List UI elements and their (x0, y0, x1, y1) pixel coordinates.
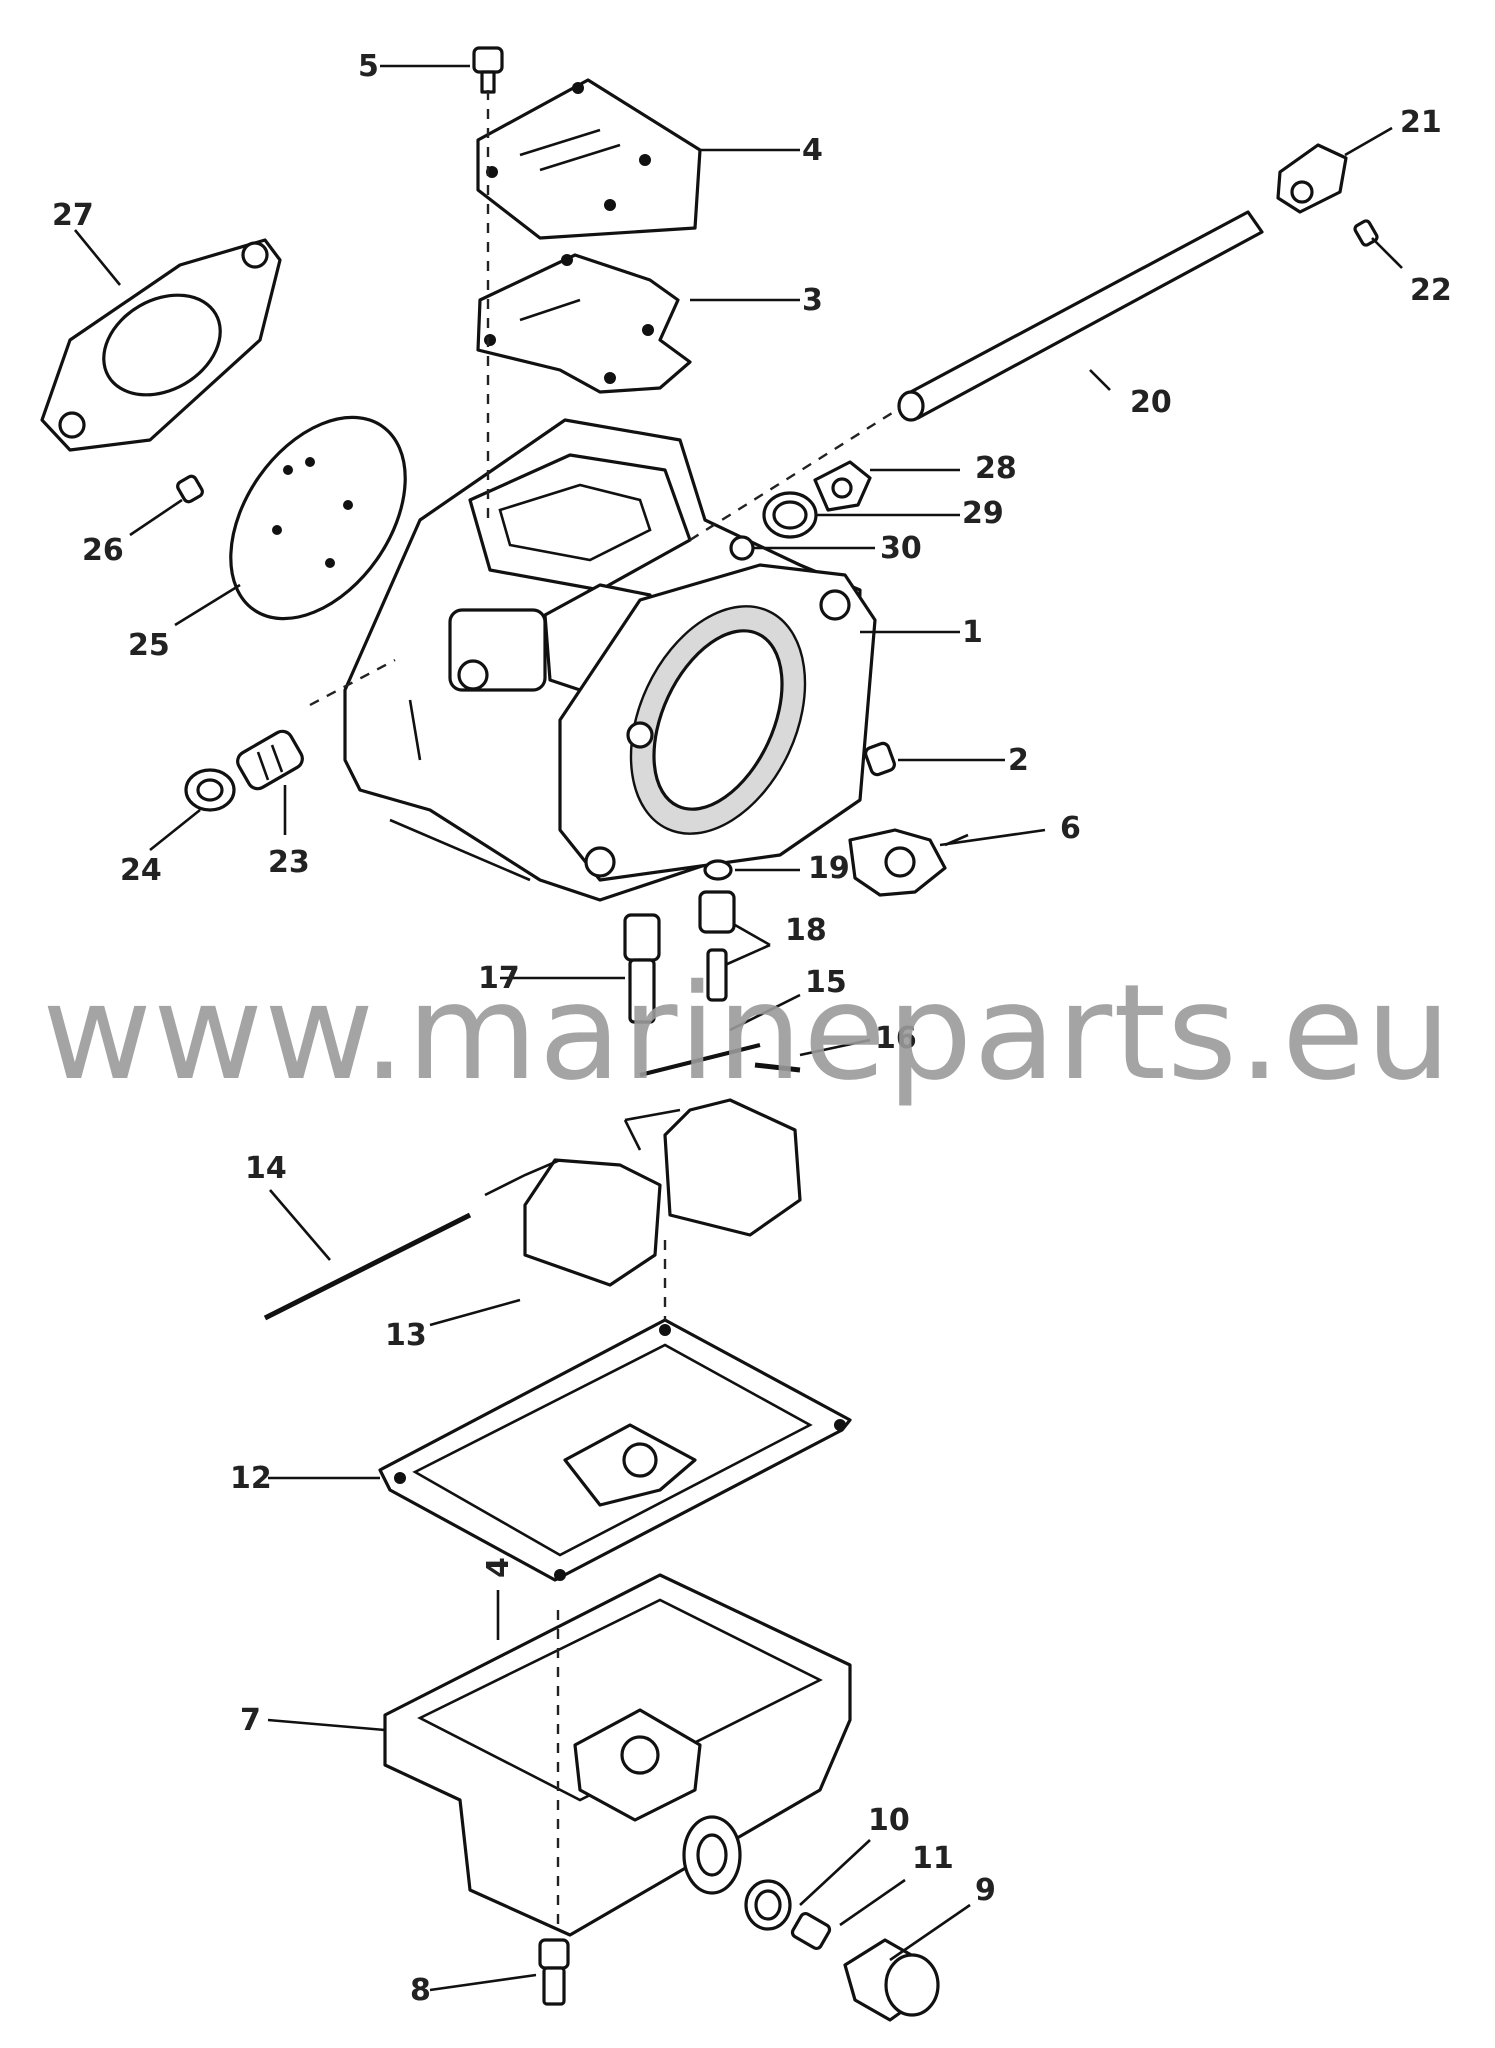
callout-9: 9 (975, 1873, 996, 1908)
part-1-carburetor-body (343, 418, 877, 902)
part-23-spring (236, 729, 304, 791)
callout-1: 1 (962, 615, 983, 650)
part-28-fitting (813, 460, 872, 512)
callout-4: 4 (802, 133, 823, 168)
callout-12: 12 (230, 1461, 272, 1496)
leader-lines (73, 64, 1403, 1992)
part-18-jets (698, 890, 736, 1002)
part-9-drain-plug (843, 1938, 940, 2022)
watermark-text: www.marineparts.eu (42, 956, 1452, 1110)
part-20-shaft (897, 210, 1264, 422)
callout-24: 24 (120, 853, 162, 888)
part-14-hinge-pin (263, 1212, 472, 1321)
callout-8: 8 (410, 1973, 431, 2008)
part-5-screw (472, 46, 504, 94)
callout-28: 28 (975, 451, 1017, 486)
callout-5: 5 (358, 49, 379, 84)
callout-19: 19 (808, 851, 850, 886)
part-30-plug (729, 535, 755, 561)
callout-11: 11 (912, 1841, 954, 1876)
callout-14: 14 (245, 1151, 287, 1186)
part-25-disc (229, 415, 407, 621)
callout-21: 21 (1400, 105, 1442, 140)
callout-26: 26 (82, 533, 124, 568)
part-16-pin (754, 1062, 801, 1073)
callout-30: 30 (880, 531, 922, 566)
part-12-bowl-gasket (378, 1318, 852, 1582)
part-27-flange-gasket (40, 238, 282, 452)
part-21-lever (1276, 143, 1348, 214)
part-7-float-bowl (383, 1573, 852, 1937)
callout-20: 20 (1130, 385, 1172, 420)
part-4-cover-plate (476, 78, 702, 240)
part-10-washer (744, 1879, 792, 1931)
part-19-ring (703, 859, 733, 881)
callout-22: 22 (1410, 273, 1452, 308)
part-24-nut (184, 768, 236, 812)
callout-13: 13 (385, 1318, 427, 1353)
callout-29: 29 (962, 496, 1004, 531)
callout-3: 3 (802, 283, 823, 318)
callout-2: 2 (1008, 743, 1029, 778)
part-29-oring (762, 491, 818, 539)
part-15-needle (639, 1043, 761, 1077)
callout-7: 7 (240, 1703, 261, 1738)
callout-15: 15 (805, 965, 847, 1000)
part-3-gasket (476, 253, 692, 394)
callout-23: 23 (268, 845, 310, 880)
callout-17: 17 (478, 961, 520, 996)
callout-6: 6 (1060, 811, 1081, 846)
callout-18: 18 (785, 913, 827, 948)
callout-27: 27 (52, 198, 94, 233)
assembly-lines (309, 90, 901, 1930)
callout-16: 16 (875, 1021, 917, 1056)
part-2-screw (864, 741, 896, 777)
part-6-throttle-lever (848, 828, 969, 897)
callout-4b: 4 (481, 1557, 516, 1578)
part-8-bolt (538, 1938, 570, 2006)
part-17-jet (623, 913, 661, 1024)
part-13-floats (484, 1098, 802, 1287)
callout-25: 25 (128, 628, 170, 663)
part-26-screw (176, 474, 204, 504)
callout-labels: 5 4 3 27 26 25 1 2 6 20 21 22 28 29 30 2… (52, 49, 1452, 2008)
callout-10: 10 (868, 1803, 910, 1838)
part-11-plug (790, 1911, 832, 1951)
